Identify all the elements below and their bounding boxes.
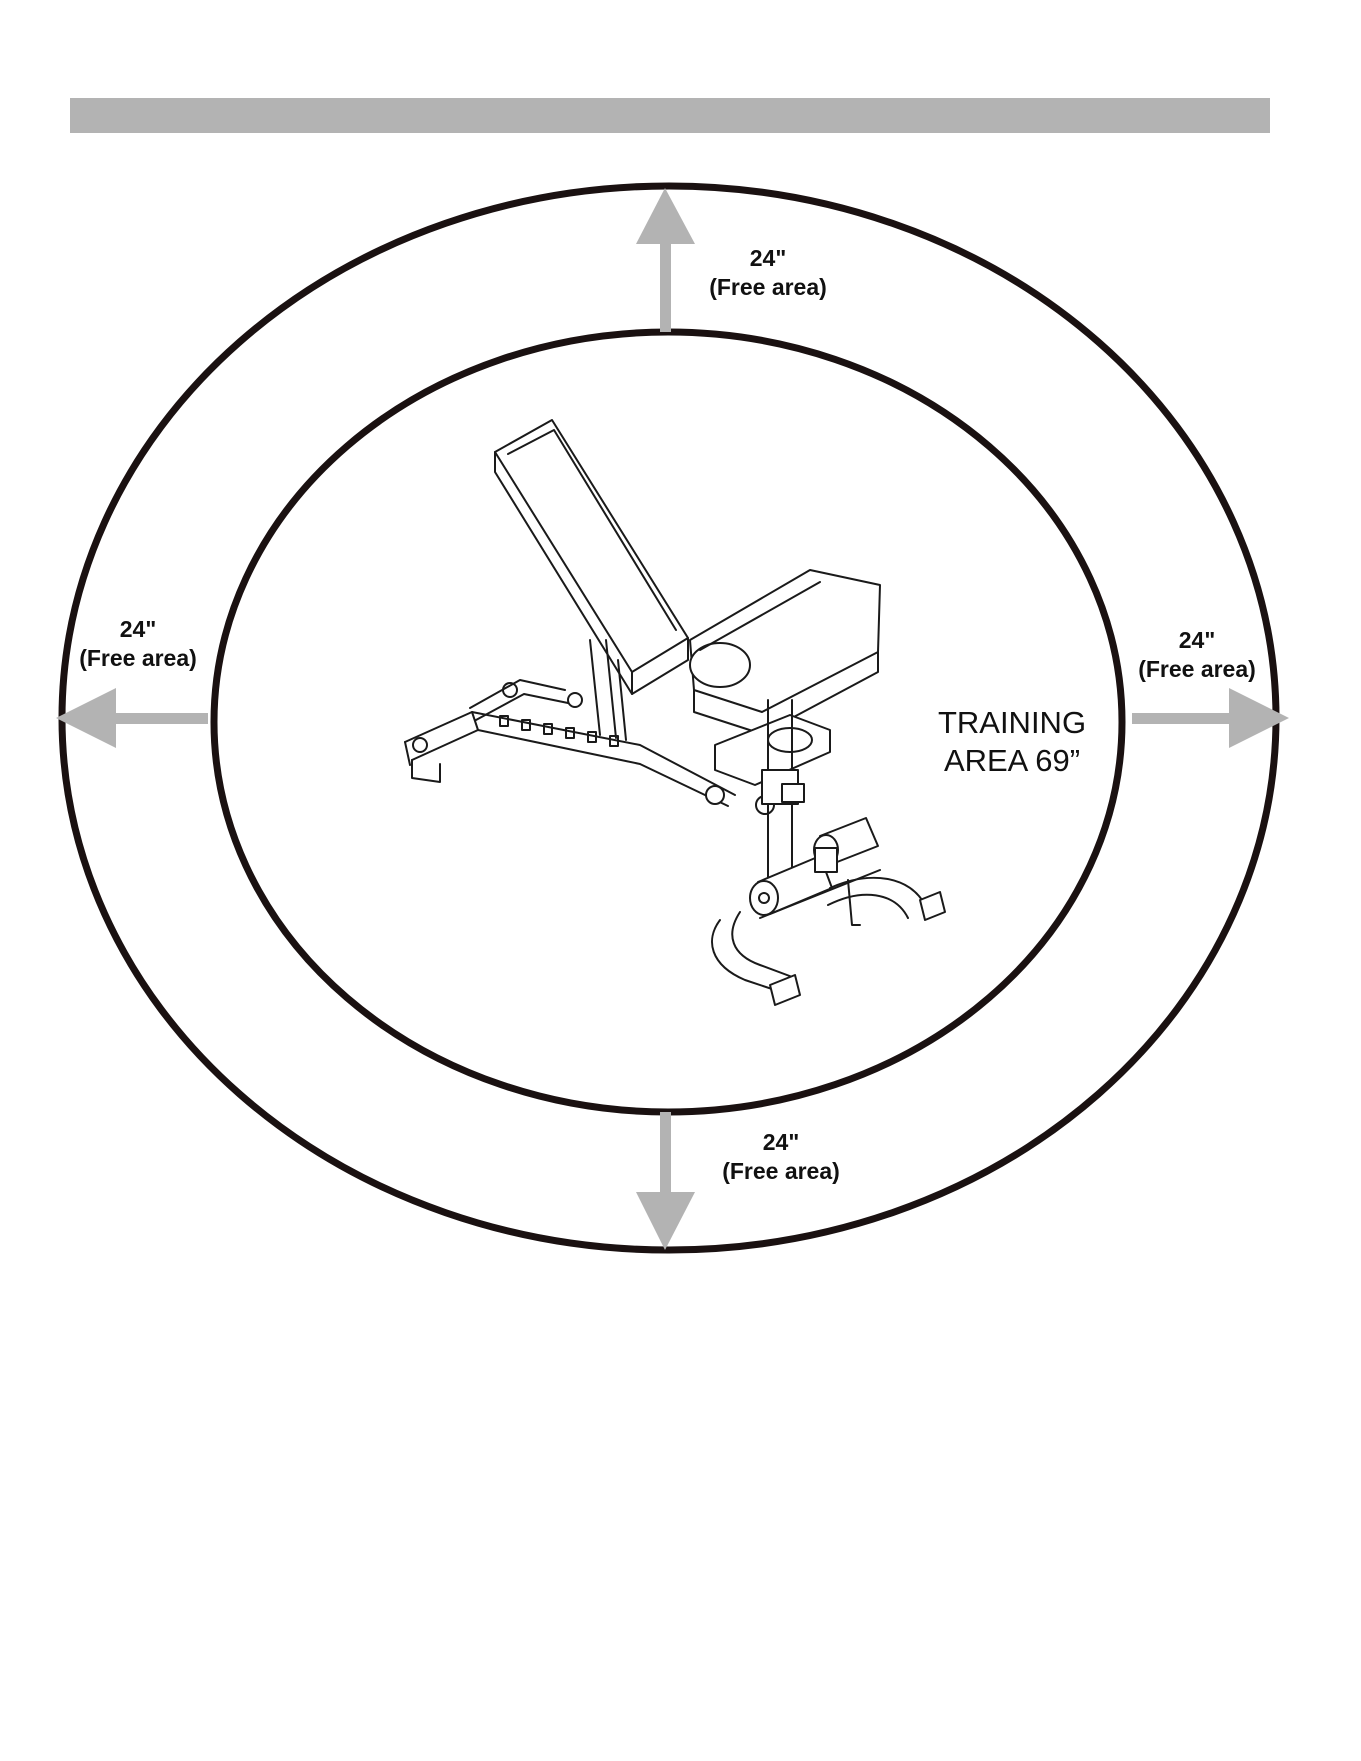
left-distance-label: 24" [120, 616, 157, 642]
bench-illustration [405, 420, 945, 1005]
right-distance-label: 24" [1179, 627, 1216, 653]
bottom-arrow [636, 1112, 695, 1250]
header-bar [70, 98, 1270, 133]
right-arrow [1132, 688, 1289, 748]
top-arrow [636, 188, 695, 332]
training-area-label-line2: AREA 69” [944, 743, 1080, 778]
bottom-distance-label: 24" [763, 1129, 800, 1155]
left-arrow [56, 688, 208, 748]
bench-seat-pad [690, 570, 880, 734]
bench-rear-frame [405, 680, 735, 806]
bench-leg-rollers [750, 818, 878, 915]
outer-free-area-ring [62, 186, 1276, 1250]
left-note-label: (Free area) [79, 645, 197, 671]
top-note-label: (Free area) [709, 274, 827, 300]
training-area-label-line1: TRAINING [938, 705, 1086, 740]
bottom-note-label: (Free area) [722, 1158, 840, 1184]
bench-front-foot [712, 870, 945, 1005]
right-note-label: (Free area) [1138, 656, 1256, 682]
top-distance-label: 24" [750, 245, 787, 271]
